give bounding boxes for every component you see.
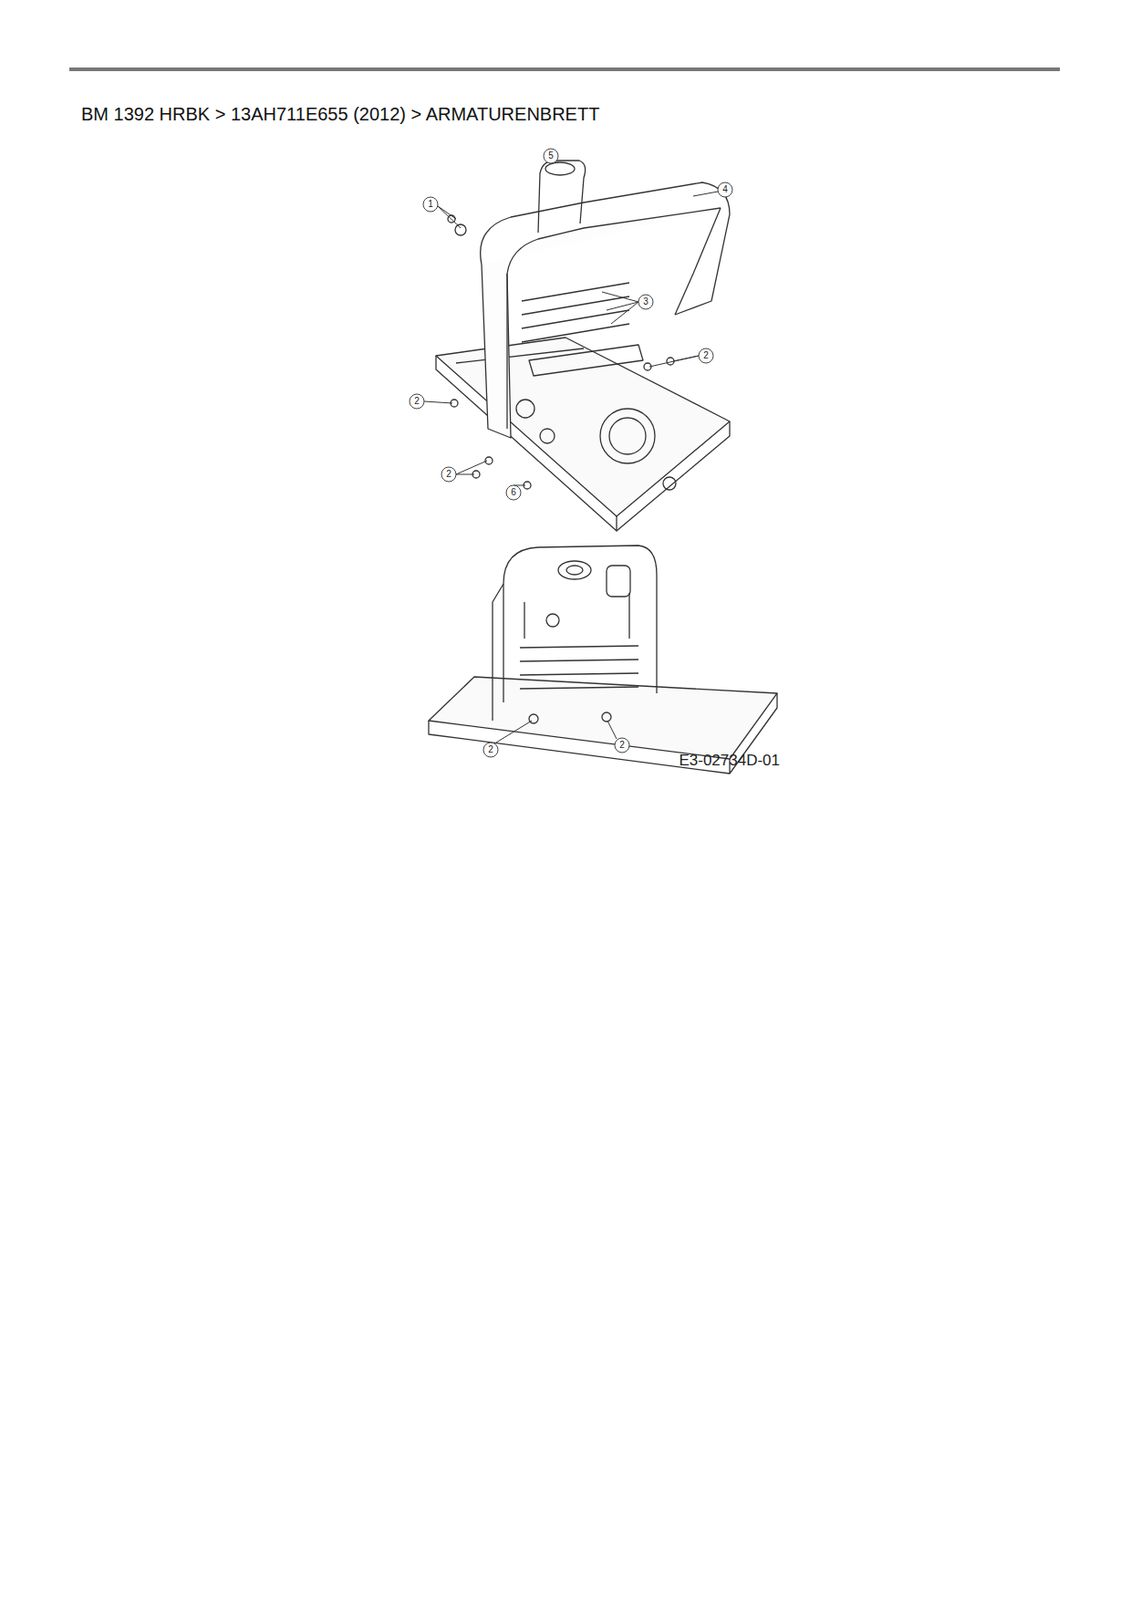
callout-number: 2 [698,348,714,364]
callout-number: 6 [506,485,521,500]
callout-number: 2 [409,394,425,409]
callout-number: 4 [717,182,733,198]
header-rule [69,67,1060,72]
callout-number: 2 [483,742,499,758]
callout-number: 3 [638,294,654,310]
callout-number: 2 [441,466,457,482]
breadcrumb-title: BM 1392 HRBK > 13AH711E655 (2012) > ARMA… [81,103,600,125]
callout-number: 5 [543,148,559,164]
drawing-number: E3-02734D-01 [678,751,780,770]
leader-lines [424,162,718,743]
dashboard-bottom-view [428,545,778,774]
callout-number: 2 [614,737,630,753]
callout-circles [409,148,733,758]
callout-number: 1 [423,197,438,212]
dashboard-top-view [435,160,730,531]
